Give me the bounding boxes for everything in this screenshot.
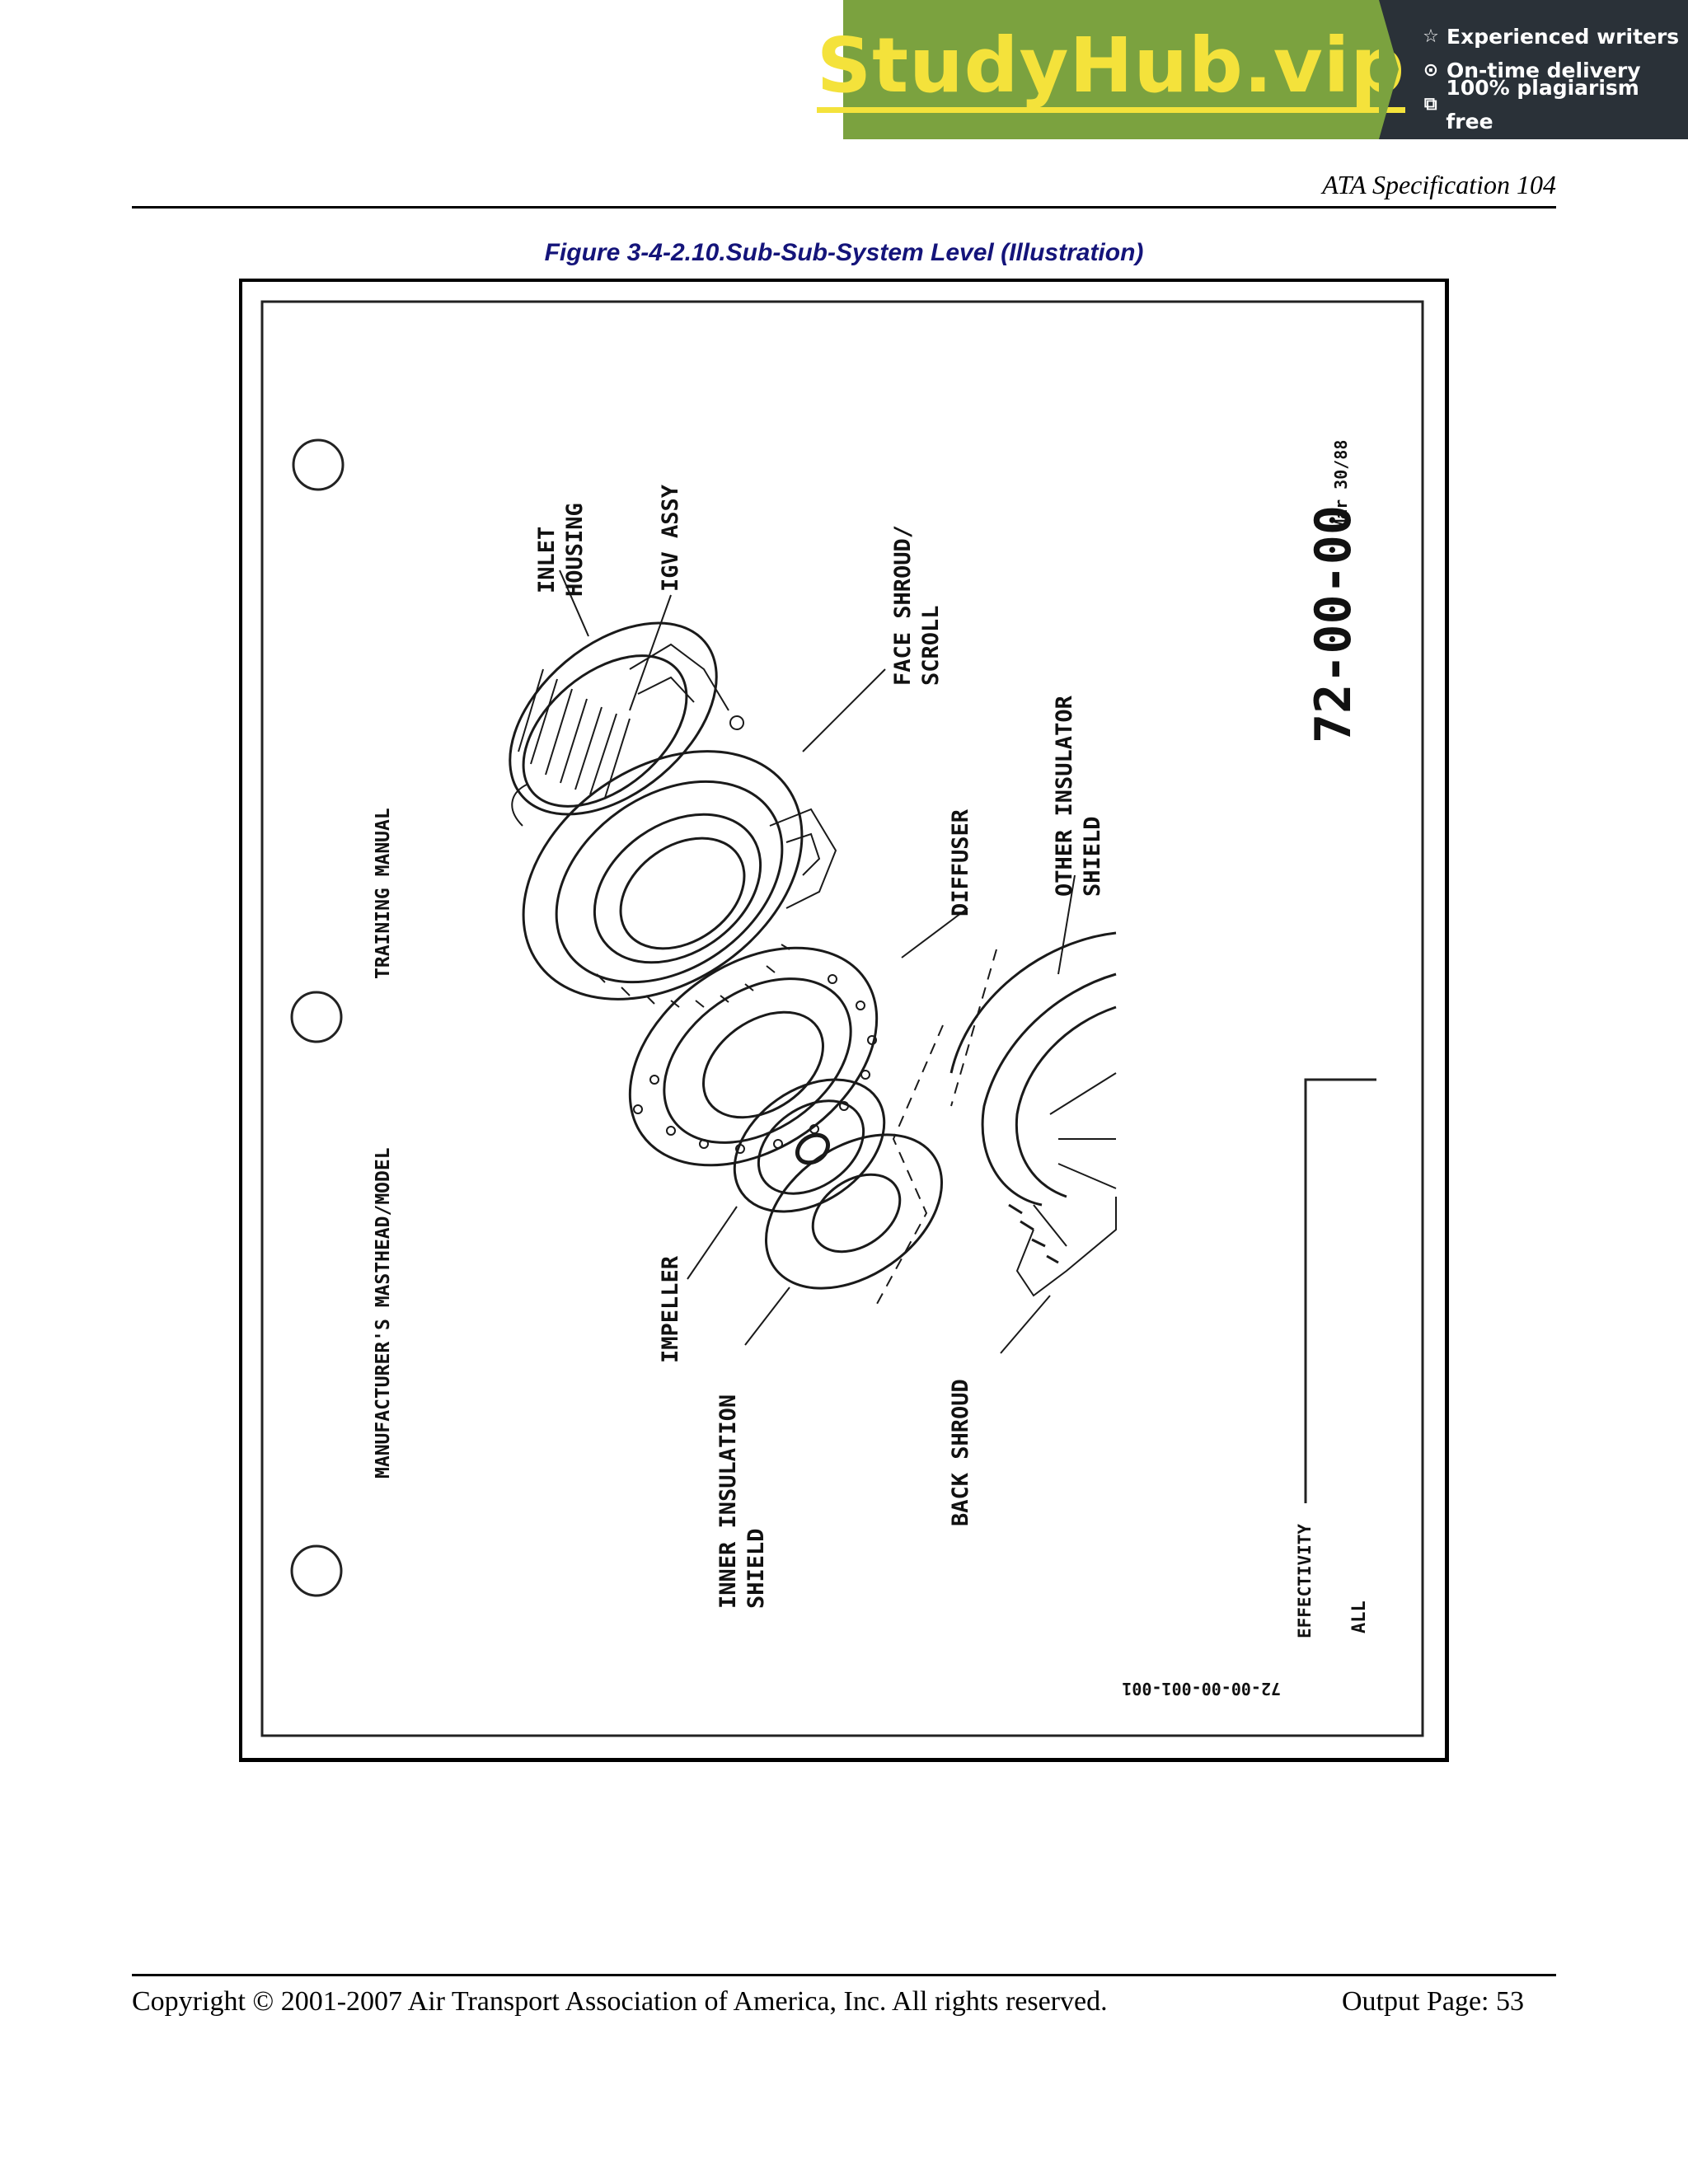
studyhub-logo[interactable]: StudyHub.vip bbox=[816, 26, 1406, 113]
callout-inner-insulation: INNER INSULATION bbox=[715, 1394, 741, 1609]
inner-insulation-shield-part bbox=[764, 1133, 944, 1290]
footer-copyright: Copyright © 2001-2007 Air Transport Asso… bbox=[132, 1986, 1108, 2017]
binder-hole-middle bbox=[290, 991, 343, 1043]
impeller-part bbox=[733, 1078, 886, 1213]
footer-page-number: Output Page: 53 bbox=[1342, 1986, 1524, 2017]
star-icon: ☆ bbox=[1423, 26, 1439, 47]
copy-icon: ⧉ bbox=[1423, 94, 1437, 115]
inlet-housing-part bbox=[509, 621, 744, 827]
callout-housing: HOUSING bbox=[562, 503, 588, 597]
inner-border bbox=[260, 300, 1424, 1737]
back-shroud-part bbox=[950, 931, 1117, 1297]
callout-diffuser: DIFFUSER bbox=[948, 808, 973, 916]
clock-icon: ⊙ bbox=[1423, 60, 1439, 81]
header-title: ATA Specification 104 bbox=[1322, 170, 1556, 199]
diffuser-part bbox=[628, 946, 879, 1167]
revision-date: Mar 30/88 bbox=[1331, 440, 1351, 529]
manual-title: TRAINING MANUAL bbox=[373, 808, 394, 979]
callout-back-shroud: BACK SHROUD bbox=[948, 1379, 973, 1526]
callout-other-insulator: OTHER INSULATOR bbox=[1052, 695, 1077, 897]
callout-impeller: IMPELLER bbox=[658, 1255, 683, 1363]
effectivity-label: EFFECTIVITY bbox=[1295, 1524, 1315, 1638]
exploded-view-drawing bbox=[509, 569, 1117, 1354]
callout-scroll: SCROLL bbox=[918, 605, 944, 686]
callout-inner-shield: SHIELD bbox=[743, 1528, 769, 1609]
banner-features: ☆ Experienced writers ⊙ On-time delivery… bbox=[1379, 0, 1688, 139]
feature-experienced-writers: ☆ Experienced writers bbox=[1420, 20, 1688, 54]
callout-inlet: INLET bbox=[534, 527, 560, 593]
feature-text: 100% plagiarism free bbox=[1446, 75, 1639, 134]
figure-frame: MANUFACTURER'S MASTHEAD/MODEL TRAINING M… bbox=[239, 279, 1449, 1762]
banner-arrow-shape bbox=[1379, 0, 1399, 139]
callout-igv-assy: IGV ASSY bbox=[658, 484, 683, 592]
document-footer: Copyright © 2001-2007 Air Transport Asso… bbox=[132, 1974, 1556, 2017]
effectivity-value: ALL bbox=[1349, 1601, 1370, 1633]
chapter-number: 72-00-00 bbox=[1305, 505, 1362, 743]
studyhub-banner[interactable]: StudyHub.vip ☆ Experienced writers ⊙ On-… bbox=[816, 0, 1688, 139]
callout-other-shield: SHIELD bbox=[1080, 816, 1105, 897]
leader-lines bbox=[559, 569, 1076, 1354]
feature-text: On-time delivery bbox=[1447, 59, 1641, 82]
feature-on-time-delivery: ⊙ On-time delivery bbox=[1420, 54, 1688, 87]
masthead-text: MANUFACTURER'S MASTHEAD/MODEL bbox=[373, 1147, 394, 1479]
figure-illustration: MANUFACTURER'S MASTHEAD/MODEL TRAINING M… bbox=[260, 300, 1424, 1737]
feature-plagiarism-free: ⧉ 100% plagiarism free bbox=[1420, 76, 1688, 134]
figure-caption: Figure 3-4-2.10.Sub-Sub-System Level (Il… bbox=[544, 239, 1144, 266]
callout-face-shroud: FACE SHROUD/ bbox=[890, 525, 916, 686]
face-shroud-scroll-part bbox=[522, 750, 837, 1008]
feature-text: Experienced writers bbox=[1447, 25, 1680, 49]
document-header: ATA Specification 104 bbox=[132, 165, 1556, 209]
banner-logo-area[interactable]: StudyHub.vip bbox=[816, 0, 1406, 139]
binder-hole-bottom bbox=[290, 1544, 343, 1597]
effectivity-bracket bbox=[1304, 1078, 1376, 1503]
callout-labels: INLET HOUSING IGV ASSY FACE SHROUD/ SCRO… bbox=[534, 484, 1105, 1609]
binder-hole-top bbox=[292, 438, 345, 491]
illustration-id: 72-00-00-001-001 bbox=[1122, 1679, 1281, 1699]
